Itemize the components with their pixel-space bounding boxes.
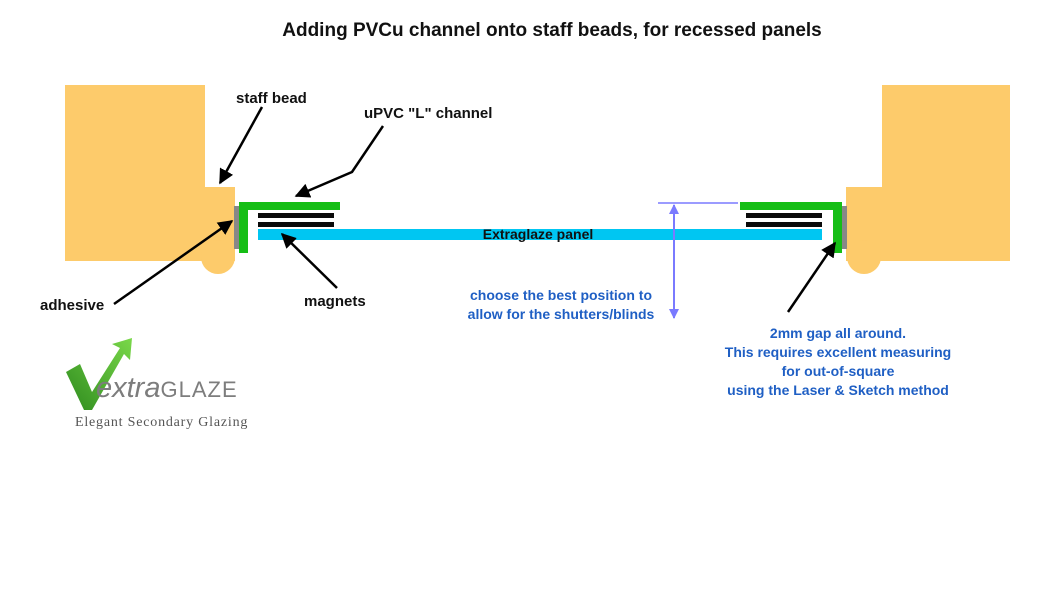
gap-note-line-1: 2mm gap all around. (770, 325, 906, 341)
position-note-line-1: choose the best position to (470, 287, 652, 303)
right-channel-side (833, 202, 842, 253)
right-frame (846, 85, 1010, 274)
right-staff-bead-round (847, 240, 881, 274)
adhesive-arrow (113, 219, 234, 306)
adhesive-label: adhesive (40, 297, 104, 314)
magnet-strip (746, 222, 822, 227)
panel-label: Extraglaze panel (483, 226, 594, 242)
magnets-arrow (280, 232, 338, 289)
logo-wordmark: extraGLAZE (96, 372, 238, 404)
magnet-strip (746, 213, 822, 218)
logo-text-lower: extra (96, 372, 160, 404)
right-l-channel (740, 202, 842, 253)
channel-label: uPVC "L" channel (364, 105, 492, 122)
gap-note-line-2: This requires excellent measuring (725, 344, 951, 360)
right-channel-top (740, 202, 842, 210)
staff-bead-arrow (218, 106, 264, 185)
left-channel-side (239, 202, 248, 253)
staff-bead-label: staff bead (236, 90, 307, 107)
logo-tagline: Elegant Secondary Glazing (75, 415, 248, 430)
gap-note-line-4: using the Laser & Sketch method (727, 382, 949, 398)
left-staff-bead-round (201, 240, 235, 274)
magnet-strip (258, 213, 334, 218)
diagram-title: Adding PVCu channel onto staff beads, fo… (282, 20, 822, 41)
logo-text-upper: GLAZE (160, 377, 237, 402)
left-magnets (258, 213, 334, 227)
extraglaze-logo: extraGLAZE Elegant Secondary Glazing (66, 338, 248, 430)
left-window-frame (65, 85, 205, 261)
left-l-channel (239, 202, 340, 253)
right-magnets (746, 213, 822, 227)
channel-arrow (294, 125, 385, 198)
left-frame (65, 85, 235, 274)
left-adhesive-strip (234, 206, 239, 249)
gap-note-line-3: for out-of-square (782, 363, 895, 379)
gap-arrow (786, 241, 837, 313)
magnet-strip (258, 222, 334, 227)
green-check-arrow-icon (66, 338, 132, 410)
extraglaze-panel (258, 229, 822, 240)
left-channel-top (239, 202, 340, 210)
magnets-label: magnets (304, 293, 366, 310)
position-note-line-2: allow for the shutters/blinds (468, 306, 655, 322)
right-adhesive-strip (842, 206, 847, 249)
right-window-frame (882, 85, 1010, 261)
